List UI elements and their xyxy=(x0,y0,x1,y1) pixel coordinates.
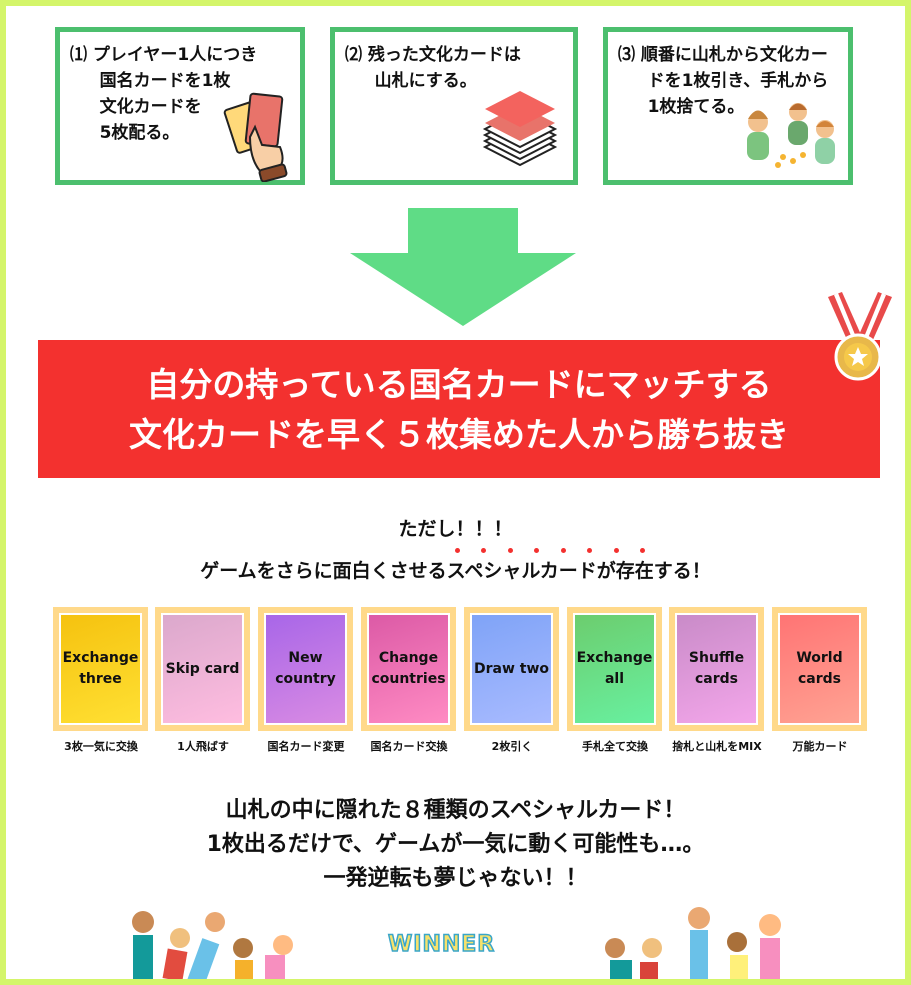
bottom-line-2: 1枚出るだけで、ゲームが一気に動く可能性も…。 xyxy=(206,832,705,857)
special-card: World cards xyxy=(772,607,867,731)
medal-icon xyxy=(828,292,892,381)
bottom-line-3: 一発逆転も夢じゃない！！ xyxy=(323,866,588,891)
banner-line-1: 自分の持っている国名カードにマッチする xyxy=(146,365,772,404)
banner-line-2: 文化カードを早く５枚集めた人から勝ち抜き xyxy=(129,415,789,454)
special-card: Draw two xyxy=(464,607,559,731)
card-label: 2枚引く xyxy=(491,740,533,753)
card-name: World cards xyxy=(778,613,861,725)
note-line-2: ゲームをさらに面白くさせるスペシャルカードが存在する！ xyxy=(200,560,711,582)
card-name: Draw two xyxy=(470,613,553,725)
step-text: ⑵ 残った文化カードは 山札にする。 xyxy=(345,45,521,91)
raised-hands-left-icon xyxy=(132,911,293,980)
winner-logo: WINNER xyxy=(387,931,496,958)
step-box-3: ⑶ 順番に山札から文化カー ドを1枚引き、手札から 1枚捨てる。 xyxy=(603,27,853,185)
bottom-line-1: 山札の中に隠れた８種類のスペシャルカード！ xyxy=(225,798,686,823)
card-name: New country xyxy=(264,613,347,725)
card-label: 1人飛ばす xyxy=(177,740,229,753)
raised-hands-right-icon xyxy=(605,907,781,980)
goal-banner: 自分の持っている国名カードにマッチする 文化カードを早く５枚集めた人から勝ち抜き xyxy=(38,340,880,478)
special-card: Exchange all xyxy=(567,607,662,731)
card-name: Exchange three xyxy=(59,613,142,725)
card-label: 国名カード変更 xyxy=(267,740,345,753)
card-label: 万能カード xyxy=(792,740,848,753)
special-card: Change countries xyxy=(361,607,456,731)
card-label: 国名カード交換 xyxy=(370,740,448,753)
special-card: Exchange three xyxy=(53,607,148,731)
note-line-1: ただし！！！ xyxy=(398,518,513,540)
card-stack-icon xyxy=(482,91,558,167)
card-label: 3枚一気に交換 xyxy=(64,740,138,753)
step-text: ⑴ プレイヤー1人につき 国名カードを1枚 文化カードを 5枚配る。 xyxy=(70,45,258,143)
step-text: ⑶ 順番に山札から文化カー ドを1枚引き、手札から 1枚捨てる。 xyxy=(618,45,829,117)
special-card: Skip card xyxy=(155,607,250,731)
down-arrow-icon xyxy=(350,208,576,326)
card-label: 捨札と山札をMIX xyxy=(672,740,762,753)
hand-holding-cards-icon xyxy=(223,92,288,182)
special-card: New country xyxy=(258,607,353,731)
card-name: Skip card xyxy=(161,613,244,725)
card-name: Exchange all xyxy=(573,613,656,725)
step-box-1: ⑴ プレイヤー1人につき 国名カードを1枚 文化カードを 5枚配る。 xyxy=(55,27,305,185)
card-name: Change countries xyxy=(367,613,450,725)
special-card: Shuffle cards xyxy=(669,607,764,731)
card-name: Shuffle cards xyxy=(675,613,758,725)
card-label: 手札全て交換 xyxy=(582,740,648,753)
emphasis-dots xyxy=(455,548,645,553)
kids-playing-icon xyxy=(747,103,835,168)
step-box-2: ⑵ 残った文化カードは 山札にする。 xyxy=(330,27,578,185)
